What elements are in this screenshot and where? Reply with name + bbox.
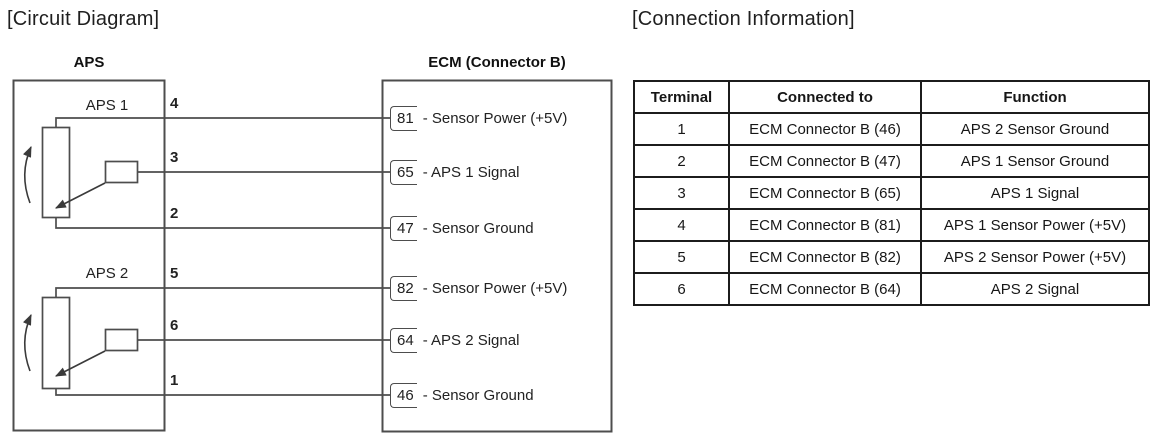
col-header-terminal: Terminal: [633, 80, 730, 114]
cell-terminal: 6: [633, 272, 730, 306]
aps2-rotation-arrow: [22, 313, 32, 372]
aps-terminal-4: 4: [170, 95, 179, 112]
aps-terminal-1: 1: [170, 372, 179, 389]
pin-description: - Sensor Power (+5V): [422, 280, 568, 297]
pin-bracket-icon: 81: [390, 106, 417, 131]
cell-connected-to: ECM Connector B (64): [728, 272, 922, 306]
aps1-wiper-arrow: [55, 182, 106, 209]
aps1-label: APS 1: [85, 97, 129, 114]
aps-terminal-6: 6: [170, 317, 179, 334]
pin-bracket-icon: 65: [390, 160, 417, 185]
cell-function: APS 2 Sensor Ground: [920, 112, 1150, 146]
pin-bracket-icon: 82: [390, 276, 417, 301]
ecm-pin-47: 47 - Sensor Ground: [390, 216, 534, 241]
cell-function: APS 1 Sensor Ground: [920, 144, 1150, 178]
cell-connected-to: ECM Connector B (81): [728, 208, 922, 242]
ecm-pin-46: 46 - Sensor Ground: [390, 383, 534, 408]
col-header-connected-to: Connected to: [728, 80, 922, 114]
aps1-wiper-contact: [104, 160, 139, 184]
ecm-box: [381, 79, 613, 433]
pin-description: - Sensor Power (+5V): [422, 110, 568, 127]
cell-terminal: 1: [633, 112, 730, 146]
table-row: 2 ECM Connector B (47) APS 1 Sensor Grou…: [633, 144, 1150, 178]
pin-number: 82: [397, 280, 414, 297]
table-row: 4 ECM Connector B (81) APS 1 Sensor Powe…: [633, 208, 1150, 242]
cell-connected-to: ECM Connector B (82): [728, 240, 922, 274]
aps-box: [12, 79, 166, 432]
ecm-pin-82: 82 - Sensor Power (+5V): [390, 276, 567, 301]
cell-terminal: 2: [633, 144, 730, 178]
aps-box-label: APS: [73, 54, 105, 71]
cell-connected-to: ECM Connector B (47): [728, 144, 922, 178]
cell-terminal: 5: [633, 240, 730, 274]
pin-bracket-icon: 46: [390, 383, 417, 408]
ecm-pin-64: 64 - APS 2 Signal: [390, 328, 519, 353]
ecm-box-label: ECM (Connector B): [428, 54, 566, 71]
pin-bracket-icon: 47: [390, 216, 417, 241]
pin-description: - Sensor Ground: [422, 220, 534, 237]
wire-terminal-5-to-pin-82: [55, 287, 390, 297]
pin-number: 46: [397, 387, 414, 404]
col-header-function: Function: [920, 80, 1150, 114]
ecm-pin-81: 81 - Sensor Power (+5V): [390, 106, 567, 131]
pin-description: - APS 1 Signal: [422, 164, 520, 181]
cell-function: APS 2 Sensor Power (+5V): [920, 240, 1150, 274]
connection-information-title: [Connection Information]: [632, 8, 855, 30]
aps2-label: APS 2: [85, 265, 129, 282]
table-header-row: Terminal Connected to Function: [633, 80, 1150, 114]
wire-terminal-2-to-pin-47: [55, 218, 390, 229]
cell-terminal: 3: [633, 176, 730, 210]
connection-information-table: Terminal Connected to Function 1 ECM Con…: [633, 80, 1150, 306]
table-row: 6 ECM Connector B (64) APS 2 Signal: [633, 272, 1150, 306]
cell-function: APS 1 Sensor Power (+5V): [920, 208, 1150, 242]
pin-number: 64: [397, 332, 414, 349]
cell-function: APS 2 Signal: [920, 272, 1150, 306]
pin-number: 47: [397, 220, 414, 237]
pin-description: - APS 2 Signal: [422, 332, 520, 349]
aps2-wiper-contact: [104, 328, 139, 352]
aps2-resistor-element: [41, 296, 71, 390]
aps-terminal-2: 2: [170, 205, 179, 222]
cell-connected-to: ECM Connector B (46): [728, 112, 922, 146]
pin-description: - Sensor Ground: [422, 387, 534, 404]
aps-terminal-5: 5: [170, 265, 179, 282]
aps-terminal-3: 3: [170, 149, 179, 166]
table-row: 3 ECM Connector B (65) APS 1 Signal: [633, 176, 1150, 210]
pin-number: 65: [397, 164, 414, 181]
cell-terminal: 4: [633, 208, 730, 242]
aps2-wiper-arrow: [55, 350, 106, 377]
cell-connected-to: ECM Connector B (65): [728, 176, 922, 210]
circuit-diagram-title: [Circuit Diagram]: [7, 8, 160, 30]
aps1-rotation-arrow: [22, 145, 32, 204]
table-row: 5 ECM Connector B (82) APS 2 Sensor Powe…: [633, 240, 1150, 274]
ecm-pin-65: 65 - APS 1 Signal: [390, 160, 519, 185]
circuit-diagram-graphic: [12, 79, 613, 433]
table-row: 1 ECM Connector B (46) APS 2 Sensor Grou…: [633, 112, 1150, 146]
cell-function: APS 1 Signal: [920, 176, 1150, 210]
pin-number: 81: [397, 110, 414, 127]
wire-terminal-1-to-pin-46: [55, 389, 390, 396]
pin-bracket-icon: 64: [390, 328, 417, 353]
wire-terminal-4-to-pin-81: [55, 117, 390, 127]
